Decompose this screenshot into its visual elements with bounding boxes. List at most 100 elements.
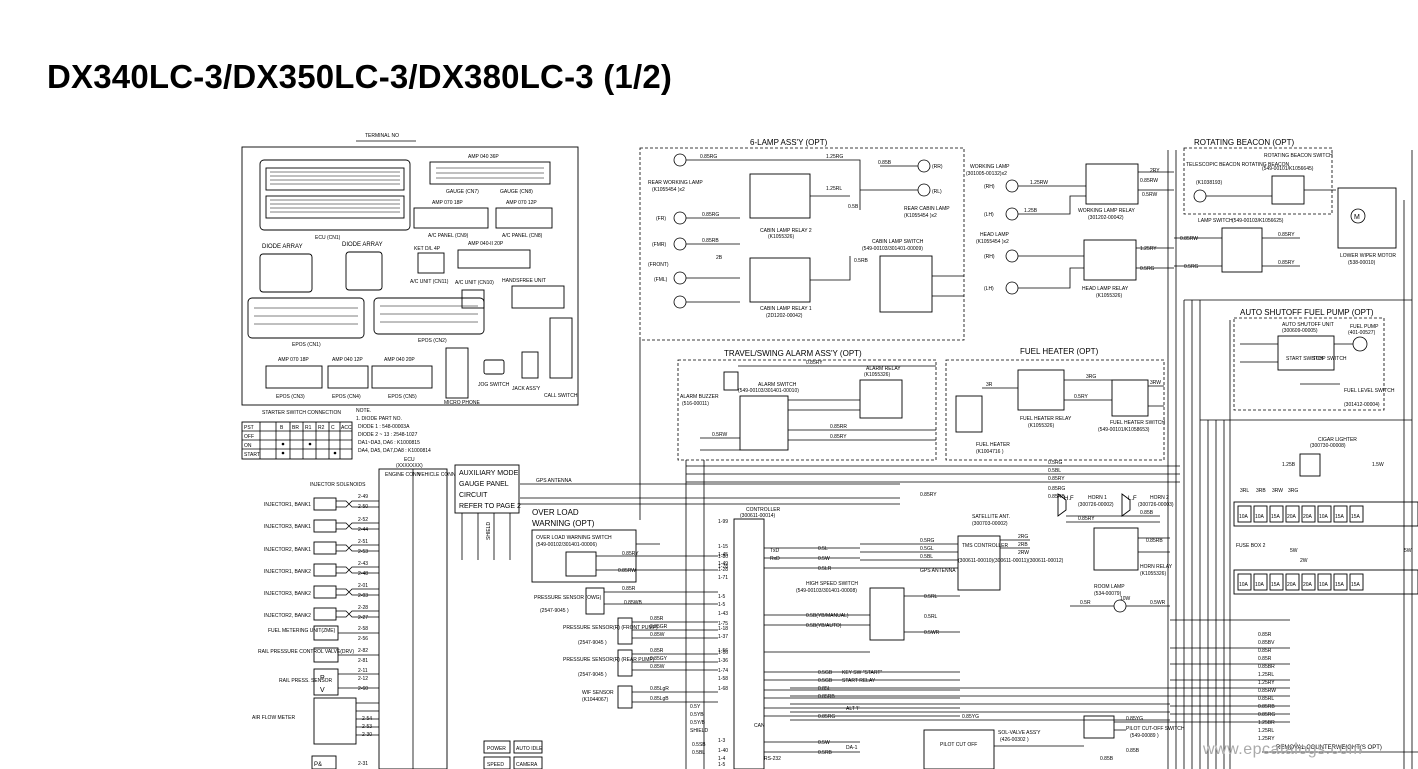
key-wire-1: 0.5GB xyxy=(818,670,833,676)
inj-pin-2: 2-50 xyxy=(358,504,368,510)
starter-row-on: ON xyxy=(244,443,252,449)
inj-pin-3: 2-52 xyxy=(358,517,368,523)
lamp-pos-fmr: (FMR) xyxy=(652,242,666,248)
fuel-heater-wire-3: 3R xyxy=(986,382,993,388)
inj-pin-10: 2-03 xyxy=(358,593,368,599)
auto-shutoff-unit-part: (300609-00005) xyxy=(1282,328,1318,334)
horn-relay-label: HORN RELAY xyxy=(1140,564,1173,570)
controller-label: CONTROLLER xyxy=(746,507,781,513)
controller-can-label: CAN xyxy=(754,723,765,729)
sol-valve-part: (426-00302 ) xyxy=(1000,737,1029,743)
cigar-lighter-part: (300730-00008) xyxy=(1310,443,1346,449)
controller-pin: 1-45 xyxy=(718,552,728,558)
aux-mode-line1: AUXILIARY MODE xyxy=(459,470,519,477)
injector-twisted-pair xyxy=(336,610,379,618)
six-lamp-wire-8: 1.25RL xyxy=(826,186,842,192)
inj-pin-9: 2-01 xyxy=(358,583,368,589)
six-lamp-wire-4: 0.85B xyxy=(878,160,892,166)
fuse-slot xyxy=(1333,573,1348,591)
inj-pin-12: 2-27 xyxy=(358,615,368,621)
travel-alarm-title: TRAVEL/SWING ALARM ASS'Y (OPT) xyxy=(724,349,862,358)
lamp-pos-fml: (FML) xyxy=(654,277,668,283)
amp-040-20p-label: AMP 040 20P xyxy=(384,357,415,363)
controller: CONTROLLER (300611-00014) CAN RS-232 1-9… xyxy=(486,507,960,769)
fuse-slot xyxy=(1269,573,1284,591)
controller-wire-2: 0.5W xyxy=(818,556,830,562)
ecu-label: ECU xyxy=(404,457,415,463)
fuse-slot xyxy=(1237,573,1252,591)
epos-cn2-label: EPOS (CN2) xyxy=(418,338,447,344)
connector-panel: TERMINAL NO ECU (CN1) AMP 040 36P GAUGE … xyxy=(241,133,579,406)
right-bus-wire-label: 1.25BR xyxy=(1258,720,1275,726)
lower-wiper-motor: M LOWER WIPER MOTOR (538-00010) xyxy=(1337,187,1397,266)
room-lamp: ROOM LAMP (534-00079) 10W 0.5R 0.5WR xyxy=(1070,584,1170,613)
fuse-wire-7: 2W xyxy=(1300,558,1308,564)
gauge-cn7-label: GAUGE (CN7) xyxy=(446,189,479,195)
inj-pin-4: 2-44 xyxy=(358,527,368,533)
fuel-pump-label: FUEL PUMP xyxy=(1350,324,1379,330)
controller-pin: 1-75 xyxy=(718,621,728,627)
injector-5-label: INJECTOR3, BANK2 xyxy=(264,591,311,597)
ac-unit-cn11-label: A/C UNIT (CN11) xyxy=(410,279,449,285)
fuse-rating: 10A xyxy=(1319,514,1329,520)
fuse-slot xyxy=(1317,573,1332,591)
controller-pin: 1-49 xyxy=(718,561,728,567)
wiper-label: LOWER WIPER MOTOR xyxy=(1340,253,1396,259)
tms-wire-7: 2RB xyxy=(1018,542,1028,548)
cabin-lamp-switch-label: CABIN LAMP SWITCH xyxy=(872,239,924,245)
epos-cn3-label: EPOS (CN3) xyxy=(276,394,305,400)
controller-txd: TxD xyxy=(770,548,780,554)
six-lamp-wire-2: 1.25RG xyxy=(826,154,843,160)
fuel-pump-part: (401-00527) xyxy=(1348,330,1376,336)
fuse-rating: 10A xyxy=(1255,582,1265,588)
starter-header-r1: R1 xyxy=(305,425,312,431)
cigar-wire-2: 1.5W xyxy=(1372,462,1384,468)
controller-pin: 1-43 xyxy=(718,611,728,617)
ecu-part: (XXXXXXX) xyxy=(396,463,423,469)
fuel-metering-label: FUEL METERING UNIT(ZME) xyxy=(268,628,336,634)
fuse-box-2: FUSE BOX 2 10A10A10A10A15A15A20A20A20A20… xyxy=(1233,488,1418,595)
controller-pin: 1-5 xyxy=(718,762,725,768)
right-bus-wire-label: 1.25RY xyxy=(1258,736,1275,742)
working-lamp-lh: (LH) xyxy=(984,212,994,218)
six-lamp-assy: 6-LAMP ASS'Y (OPT) REAR WORKING LAMP (K1… xyxy=(639,138,965,341)
controller-pin: 1-36 xyxy=(718,658,728,664)
overload-title-1: OVER LOAD xyxy=(532,508,579,517)
bottom-row: POWER AUTO IDLE SPEED CAMERA DA-1 REMOVA… xyxy=(483,740,1418,769)
controller-pin: 1-16 xyxy=(718,650,728,656)
sensor-pin-1: 2-58 xyxy=(358,626,368,632)
fuse-slot xyxy=(1269,505,1284,523)
pilot-cutoff-switch-label: PILOT CUT-OFF SWITCH xyxy=(1126,726,1185,732)
jog-switch-label: JOG SWITCH xyxy=(478,382,510,388)
front-pump-sensor-part: (2547-9045 ) xyxy=(578,640,607,646)
fuse-box-2-label: FUSE BOX 2 xyxy=(1236,543,1266,549)
pressure-sensor-owg-part: (2547-9045 ) xyxy=(540,608,569,614)
controller-label-sb: 0.5SB xyxy=(692,742,706,748)
overload-wire-1: 0.85RY xyxy=(622,551,639,557)
fuse-slot xyxy=(1301,505,1316,523)
injector-twisted-pair xyxy=(336,500,379,508)
injector-4-label: INJECTOR1, BANK2 xyxy=(264,569,311,575)
start-switch-label: START SWITCH xyxy=(1286,356,1323,362)
head-lamp-relay-label: HEAD LAMP RELAY xyxy=(1082,286,1129,292)
head-lamp-label: HEAD LAMP xyxy=(980,232,1010,238)
right-bus-wire-label: 0.85R xyxy=(1258,632,1272,638)
injector-2-label: INJECTOR3, BANK1 xyxy=(264,524,311,530)
start-relay-label: START RELAY xyxy=(842,678,876,684)
head-lamp-rh: (RH) xyxy=(984,254,995,260)
working-wire-7: 0.5RG xyxy=(1140,266,1155,272)
controller-wire-5: 0.5Y xyxy=(690,704,701,710)
fuse-wire-5: 5W xyxy=(1290,548,1298,554)
fuel-level-switch-part: (301412-00004) xyxy=(1344,402,1380,408)
camera-label: CAMERA xyxy=(516,762,538,768)
pump-wire-6: 0.85W xyxy=(650,664,665,670)
note-line-1: 1. DIODE PART NO. xyxy=(356,416,402,422)
tms-wire-8: 2RW xyxy=(1018,550,1029,556)
fuse-wire-2: 3RB xyxy=(1256,488,1266,494)
fuse-rating: 20A xyxy=(1303,514,1313,520)
air-flow-meter-label: AIR FLOW METER xyxy=(252,715,295,721)
room-lamp-wire-1: 0.5R xyxy=(1080,600,1091,606)
working-lamp-title: WORKING LAMP xyxy=(970,164,1010,170)
hs-wire-4: 0.5RL xyxy=(924,614,938,620)
horn2-part: (300726-00003) xyxy=(1138,502,1174,508)
